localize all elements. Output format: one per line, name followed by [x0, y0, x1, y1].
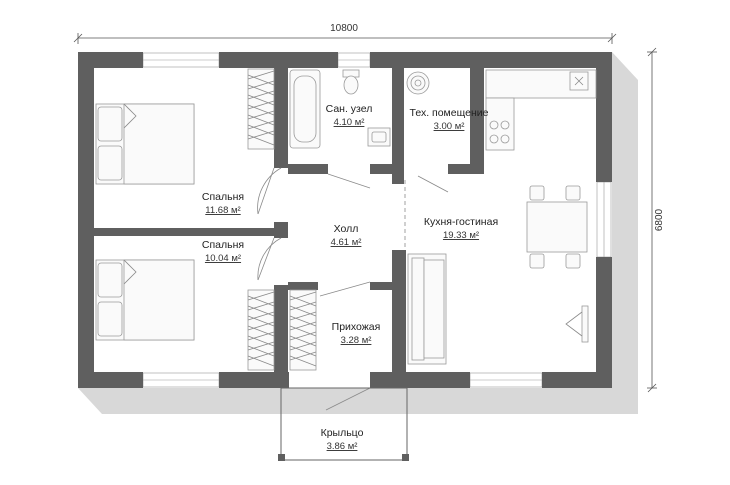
wardrobe-entry	[289, 289, 317, 371]
room-area: 11.68 м²	[205, 205, 240, 216]
room-name: Холл	[334, 223, 359, 235]
room-name: Крыльцо	[321, 427, 364, 439]
room-name: Тех. помещение	[410, 107, 489, 119]
room-name: Прихожая	[332, 321, 381, 333]
room-area: 3.00 м²	[434, 121, 465, 132]
kitchen-counter	[485, 69, 597, 151]
room-area: 19.33 м²	[443, 230, 479, 241]
wardrobe-top	[247, 68, 275, 150]
room-area: 3.86 м²	[327, 441, 358, 452]
bathtub	[289, 69, 321, 149]
wardrobe-bottom	[247, 289, 275, 371]
room-area: 4.10 м²	[334, 117, 365, 128]
room-name: Спальня	[202, 191, 244, 203]
room-name: Сан. узел	[326, 103, 373, 115]
dimension-top: 10800	[73, 23, 617, 44]
room-label-kitchen: Кухня-гостиная 19.33 м²	[424, 216, 498, 241]
sofa	[407, 253, 447, 365]
dining-table	[526, 185, 588, 269]
boiler	[406, 71, 430, 95]
porch	[278, 387, 409, 461]
room-area: 4.61 м²	[331, 237, 362, 248]
dimension-right: 6800	[647, 47, 665, 393]
room-area: 10.04 м²	[205, 253, 241, 264]
room-name: Спальня	[202, 239, 244, 251]
room-label-bedroom1: Спальня 11.68 м²	[202, 191, 244, 216]
room-label-bedroom2: Спальня 10.04 м²	[202, 239, 244, 264]
tv	[565, 305, 589, 343]
room-label-bathroom: Сан. узел 4.10 м²	[326, 103, 373, 128]
sink	[367, 127, 391, 147]
bed-top	[95, 103, 195, 185]
room-name: Кухня-гостиная	[424, 216, 498, 228]
room-area: 3.28 м²	[341, 335, 372, 346]
dimension-height-label: 6800	[654, 208, 665, 231]
room-label-utility: Тех. помещение 3.00 м²	[410, 107, 489, 132]
interior-walls	[94, 68, 484, 372]
room-label-entry: Прихожая 3.28 м²	[332, 321, 381, 346]
room-label-porch: Крыльцо 3.86 м²	[321, 427, 364, 452]
exterior-walls	[78, 52, 612, 388]
room-label-hall: Холл 4.61 м²	[331, 223, 362, 248]
doors	[257, 167, 449, 411]
bed-bottom	[95, 259, 195, 341]
dimension-width-label: 10800	[330, 23, 358, 34]
toilet	[342, 69, 360, 95]
